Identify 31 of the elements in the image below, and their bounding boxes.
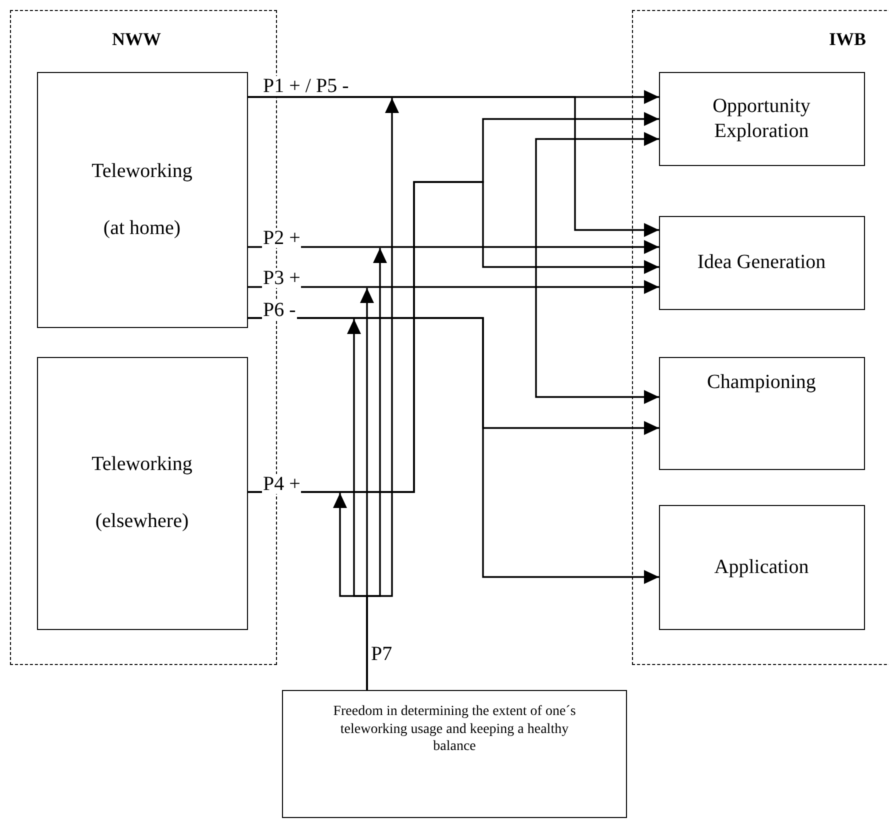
edge-label: P6 -: [262, 300, 297, 320]
process-box: [36, 72, 248, 328]
process-box: [282, 690, 627, 818]
node-text: (at home): [103, 216, 181, 240]
arrow: [248, 181, 659, 493]
arrow: [248, 317, 659, 584]
node-text: (elsewhere): [95, 509, 189, 534]
node-text: Teleworking: [92, 158, 192, 184]
node-text: Teleworking: [92, 452, 192, 477]
edge-label: P2 +: [262, 228, 302, 248]
arrow: [248, 280, 659, 294]
process-box: [36, 356, 248, 630]
group-heading: IWB: [829, 29, 866, 50]
node-text: Opportunity Exploration: [712, 94, 812, 144]
node-text: Application: [714, 554, 809, 580]
process-box: [658, 356, 864, 470]
edge-label: P1 + / P5 -: [262, 76, 350, 96]
arrow: [535, 132, 659, 404]
arrow: [333, 493, 368, 690]
dashed-group-frame: [632, 10, 889, 665]
node-text: Freedom in determining the extent of one´s teleworking usage and keeping a healthy balance: [332, 703, 577, 756]
edge-label: P4 +: [262, 474, 302, 494]
process-box: [658, 72, 864, 166]
process-box: [658, 216, 864, 310]
arrow: [248, 240, 659, 254]
node-text: Championing: [707, 370, 816, 394]
process-box: [658, 504, 864, 630]
group-heading: NWW: [112, 29, 161, 50]
node-text: Idea Generation: [697, 250, 826, 275]
arrow: [248, 96, 659, 237]
edge-label: P3 +: [262, 268, 302, 288]
